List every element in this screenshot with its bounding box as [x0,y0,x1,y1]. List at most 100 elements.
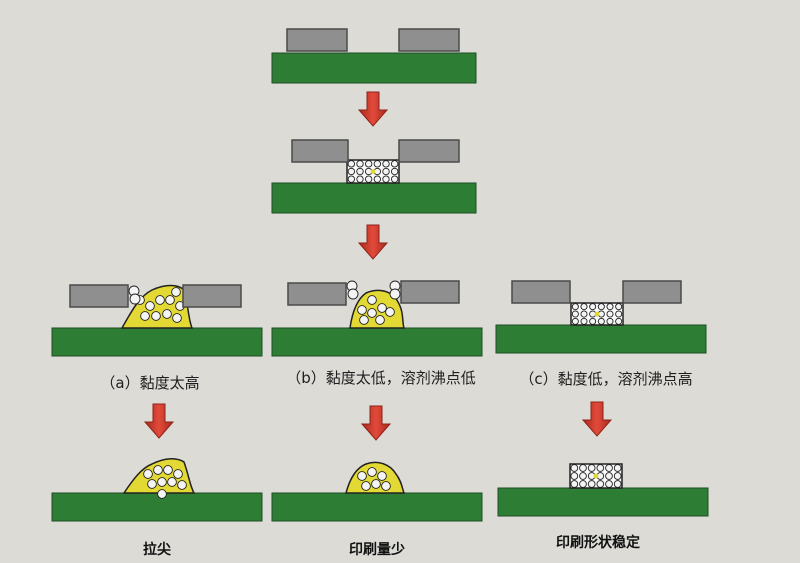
pcb-board [497,487,709,517]
solder-ball [390,175,399,183]
solder-paste-deposits [120,159,624,499]
pcb-board [271,182,477,214]
solder-ball [580,310,588,318]
solder-ball [172,313,182,323]
down-arrow [143,403,175,439]
pcb-board [51,327,263,357]
solder-ball [347,160,356,168]
solder-ball [361,481,371,491]
solder-ball [173,469,183,479]
solder-ball [571,310,579,318]
case-b-label: （b）黏度太低，溶剂沸点低 [286,369,476,387]
solder-ball [375,315,385,325]
paste-blob [122,458,196,494]
solder-ball [356,167,364,176]
solder-ball [579,480,587,488]
solder-ball [371,479,381,489]
solder-ball [347,167,356,176]
solder-ball [151,311,161,321]
down-arrow [357,91,389,127]
stencil-plate [398,28,460,52]
pcb-board [271,52,477,84]
solder-ball [165,295,175,305]
pcb-board [51,492,263,522]
stencil-plate [291,139,349,163]
stencil-plate [287,282,347,306]
flux-dot [370,169,376,174]
solder-ball [143,469,153,479]
solder-ball [615,303,623,311]
solder-ball [596,464,605,472]
solder-ball [390,160,399,168]
solder-ball [613,464,622,472]
solder-ball [385,307,395,317]
case-c-label: （c）黏度低，溶剂沸点高 [519,370,693,388]
solder-ball [579,472,587,480]
pcb-board [271,327,483,357]
solder-ball [373,175,382,183]
solder-ball [367,295,377,305]
solder-ball [570,464,579,472]
stencil-plates [69,28,682,308]
solder-ball [364,175,373,183]
solder-ball [347,175,356,183]
solder-ball [167,477,177,487]
solder-ball [570,472,579,480]
solder-ball [129,293,141,305]
solder-ball [605,464,613,472]
solder-ball [587,480,596,488]
solder-ball [580,303,588,311]
solder-ball [589,303,597,311]
solder-ball [606,317,614,325]
stencil-plate [622,280,682,304]
stencil-plate [511,280,571,304]
case-a-label: （a）黏度太高 [100,374,200,392]
solder-ball [382,167,390,176]
solder-ball [357,471,367,481]
solder-ball [597,317,605,325]
solder-ball [579,464,587,472]
solder-ball [367,467,377,477]
stencil-plate [182,284,242,308]
solder-ball [357,305,367,315]
solder-ball [364,160,373,168]
solder-ball [589,317,597,325]
solder-ball [571,303,579,311]
solder-ball [390,167,399,176]
solder-ball [613,480,622,488]
solder-ball [596,480,605,488]
down-arrow [581,401,613,437]
stencil-plate [286,28,348,52]
solder-ball [615,310,623,318]
solder-ball [177,480,187,490]
solder-ball [613,472,622,480]
process-arrows [143,91,613,441]
pcb-board [271,492,483,522]
solder-ball [171,287,181,297]
pcb-boards [51,52,709,522]
solder-ball [389,288,401,300]
solder-ball [587,464,596,472]
solder-ball [605,480,613,488]
solder-ball [606,303,614,311]
solder-ball [571,317,579,325]
solder-ball [381,481,391,491]
stencil-plate [400,280,460,304]
flux-dot [593,473,599,479]
solder-ball [373,160,382,168]
solder-ball [382,160,390,168]
stencil-plate [69,284,129,308]
solder-ball [570,480,579,488]
solder-ball [157,477,167,487]
solder-ball [356,160,364,168]
solder-ball [597,303,605,311]
solder-ball [140,311,150,321]
solder-ball [615,317,623,325]
solder-ball [153,465,163,475]
solder-ball [367,308,377,318]
solder-ball [580,317,588,325]
down-arrow [360,405,392,441]
result-b-label: 印刷量少 [349,542,405,558]
solder-ball [163,465,173,475]
solder-ball [359,315,369,325]
